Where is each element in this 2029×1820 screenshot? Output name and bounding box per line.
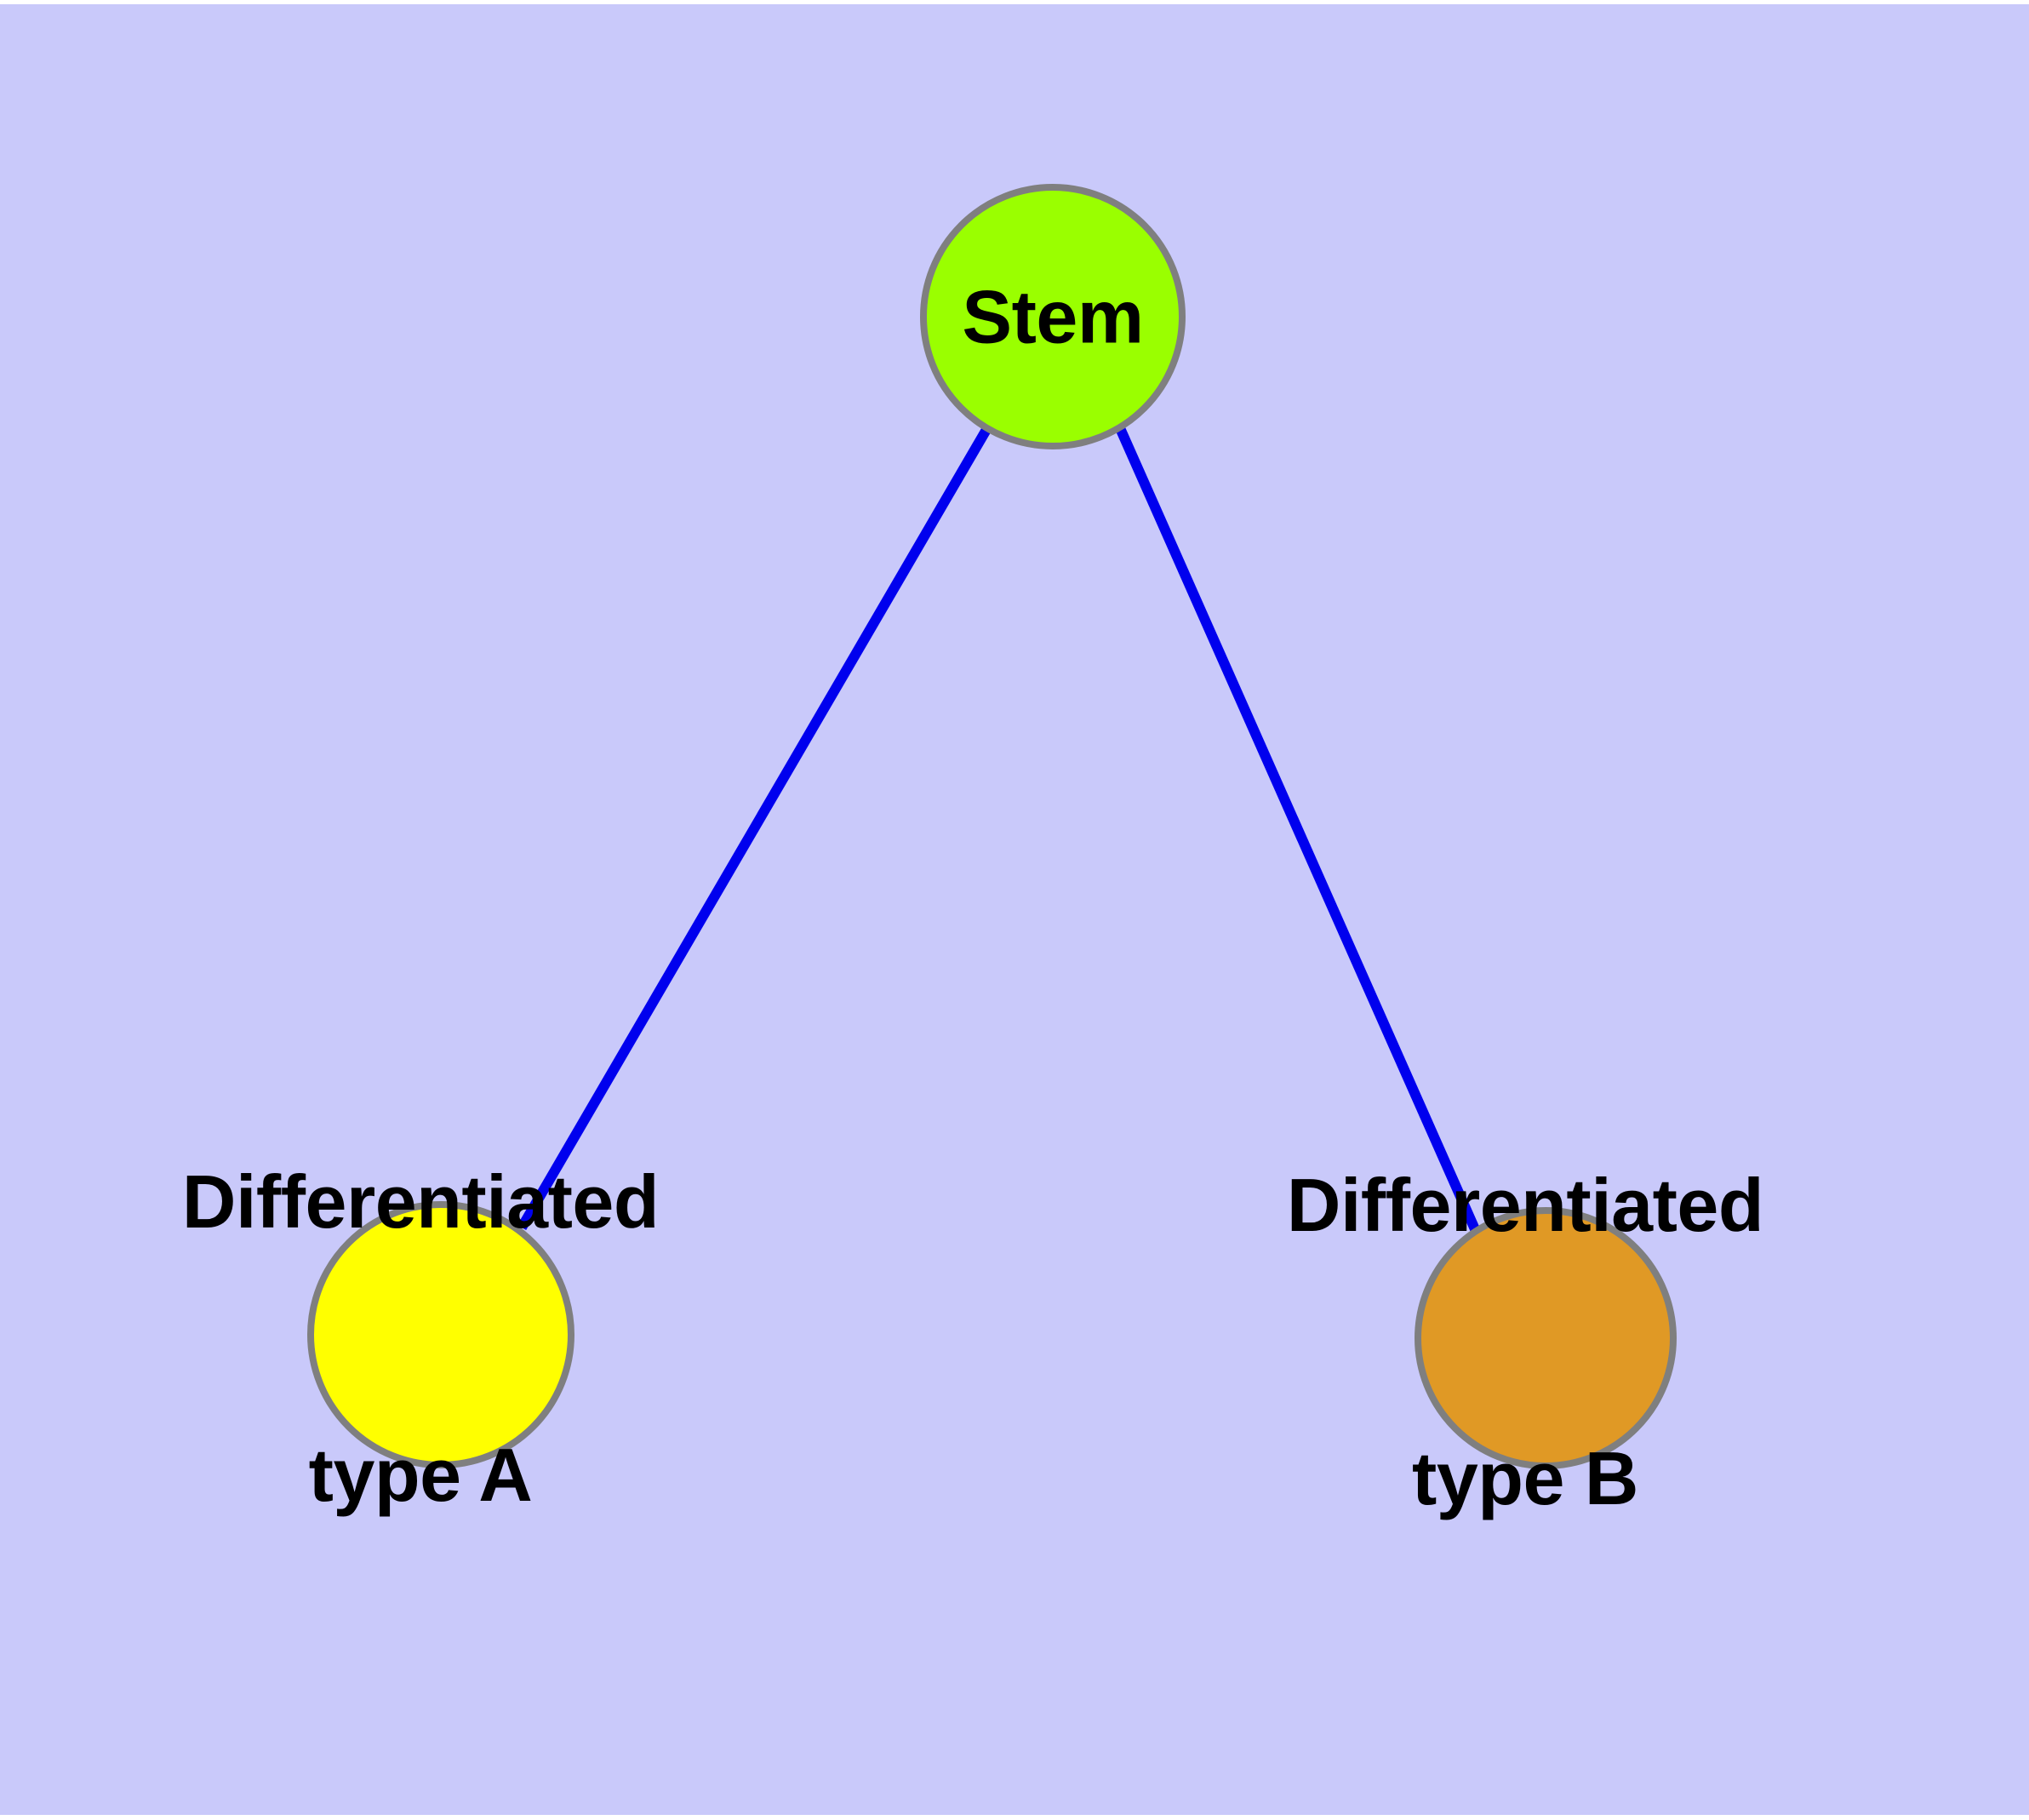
node-layer xyxy=(307,184,1677,1469)
edge-stem-to-diff-a[interactable] xyxy=(517,425,992,1231)
edge-stem-to-diff-b[interactable] xyxy=(1115,426,1480,1232)
edge-layer xyxy=(517,425,1480,1232)
node-differentiated-type-a[interactable] xyxy=(307,1201,574,1468)
node-differentiated-type-b[interactable] xyxy=(1415,1207,1677,1469)
node-stem[interactable] xyxy=(920,184,1186,449)
